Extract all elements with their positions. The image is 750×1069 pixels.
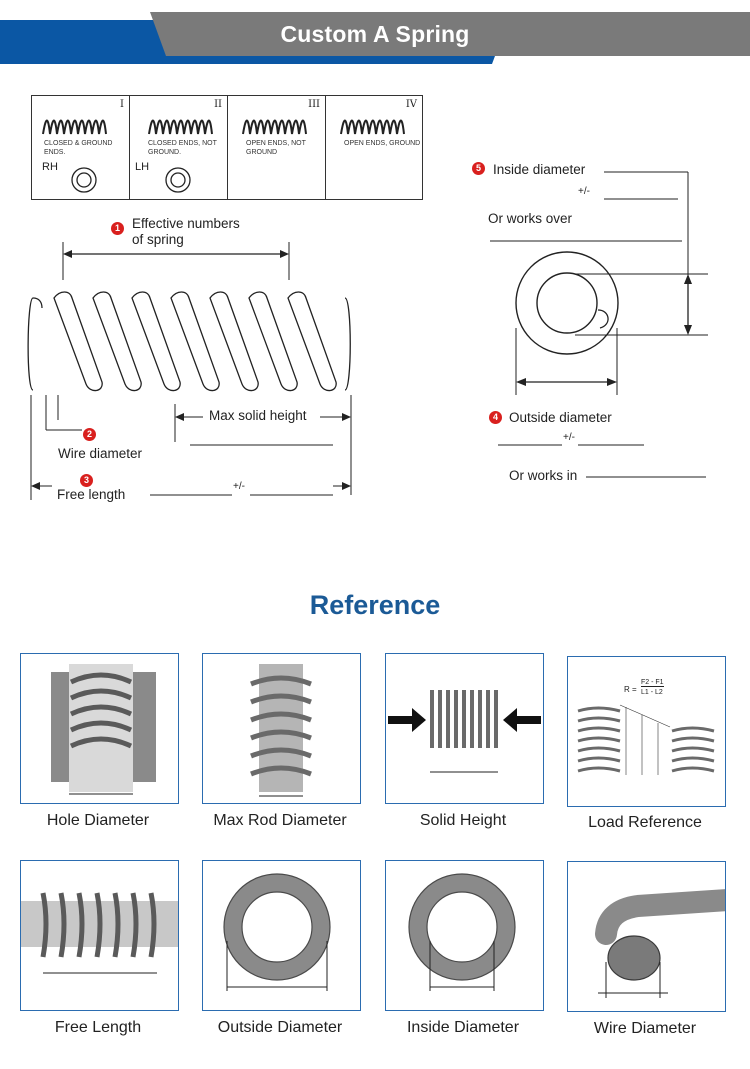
ring-outside-icon xyxy=(223,873,331,991)
card-caption: Outside Diameter xyxy=(217,1019,343,1036)
roman-numeral: III xyxy=(308,99,320,110)
formula-lhs: R = xyxy=(624,685,637,694)
end-type-caption: CLOSED & GROUND ENDS. xyxy=(44,140,113,156)
spring-diagram xyxy=(27,242,352,500)
card-caption: Wire Diameter xyxy=(593,1020,697,1037)
page-title: Custom A Spring xyxy=(280,21,470,47)
marker-2: 2 xyxy=(83,428,96,441)
effective-label-1: Effective numbers xyxy=(132,216,240,231)
marker-4: 4 xyxy=(489,411,502,424)
load-chart-icon xyxy=(577,704,715,775)
marker-3: 3 xyxy=(80,474,93,487)
inside-diameter-card xyxy=(385,860,544,1011)
end-type-cell-4: IV OPEN ENDS, GROUND xyxy=(326,96,422,199)
wire-diameter-card xyxy=(567,861,726,1012)
coil-turn xyxy=(209,291,259,392)
free-length-label: Free length xyxy=(57,487,126,502)
roman-numeral: II xyxy=(214,99,222,110)
spring-free-length-icon xyxy=(21,892,178,974)
roman-numeral: IV xyxy=(405,99,417,110)
outside-diameter-card xyxy=(202,860,361,1011)
reference-title: Reference xyxy=(309,590,441,620)
ring-diagram xyxy=(490,171,708,478)
ring-inside-icon xyxy=(408,873,516,991)
roman-numeral: I xyxy=(120,99,124,110)
coil-turn xyxy=(92,291,142,392)
max-rod-diameter-card xyxy=(202,653,361,804)
card-caption: Solid Height xyxy=(419,812,507,829)
inside-diameter-label: Inside diameter xyxy=(493,162,586,177)
solid-height-card xyxy=(385,653,544,804)
compressed-spring-icon xyxy=(388,690,541,773)
marker-5: 5 xyxy=(472,162,485,175)
coil-turn xyxy=(248,291,298,392)
spring-on-rod-icon xyxy=(250,664,312,797)
end-type-caption: OPEN ENDS, NOT GROUND xyxy=(246,140,306,156)
wire-diameter-label: Wire diameter xyxy=(58,446,143,461)
works-over-label: Or works over xyxy=(488,211,573,226)
free-tolerance: +/- xyxy=(233,481,245,492)
coil-end-circle-icon xyxy=(71,167,97,193)
card-caption: Inside Diameter xyxy=(406,1019,520,1036)
marker-1: 1 xyxy=(111,222,124,235)
formula-denominator: L1 - L2 xyxy=(641,689,663,696)
spring-coils xyxy=(27,297,351,391)
coil-turn xyxy=(170,291,220,392)
outside-tolerance: +/- xyxy=(563,432,575,443)
outside-diameter-label: Outside diameter xyxy=(509,410,612,425)
end-types-table: I CLOSED & GROUND ENDS. RH II CLOSED END… xyxy=(31,95,423,200)
end-type-caption: OPEN ENDS, GROUND xyxy=(344,140,421,147)
spring-end-icon xyxy=(242,119,307,135)
coil-turn xyxy=(287,291,337,392)
free-length-card xyxy=(20,860,179,1011)
card-caption: Free Length xyxy=(54,1019,142,1036)
effective-label-2: of spring xyxy=(132,232,184,247)
spring-end-icon xyxy=(148,119,213,135)
end-type-cell-1: I CLOSED & GROUND ENDS. RH xyxy=(32,96,130,199)
coil-turn xyxy=(53,291,103,392)
card-caption: Max Rod Diameter xyxy=(213,812,347,829)
card-caption: Hole Diameter xyxy=(46,812,150,829)
end-type-cell-3: III OPEN ENDS, NOT GROUND xyxy=(228,96,326,199)
wire-end-icon xyxy=(595,889,725,998)
direction-label: LH xyxy=(135,161,150,173)
spring-end-icon xyxy=(42,119,107,135)
end-type-cell-2: II CLOSED ENDS, NOT GROUND. LH xyxy=(130,96,228,199)
inside-tolerance: +/- xyxy=(578,186,590,197)
header-banner xyxy=(0,12,750,64)
coil-turn xyxy=(131,291,181,392)
spring-end-icon xyxy=(340,119,405,135)
formula-numerator: F2 - F1 xyxy=(641,679,664,687)
spring-in-hole-icon xyxy=(51,664,156,795)
direction-label: RH xyxy=(42,161,58,173)
card-caption: Load Reference xyxy=(588,814,702,831)
hole-diameter-card xyxy=(20,653,179,804)
end-type-caption: CLOSED ENDS, NOT GROUND. xyxy=(148,140,217,156)
coil-end-circle-icon xyxy=(165,167,191,193)
load-reference-card: R = F2 - F1 L1 - L2 xyxy=(567,656,726,807)
max-solid-height-label: Max solid height xyxy=(209,408,307,423)
works-in-label: Or works in xyxy=(509,468,578,483)
